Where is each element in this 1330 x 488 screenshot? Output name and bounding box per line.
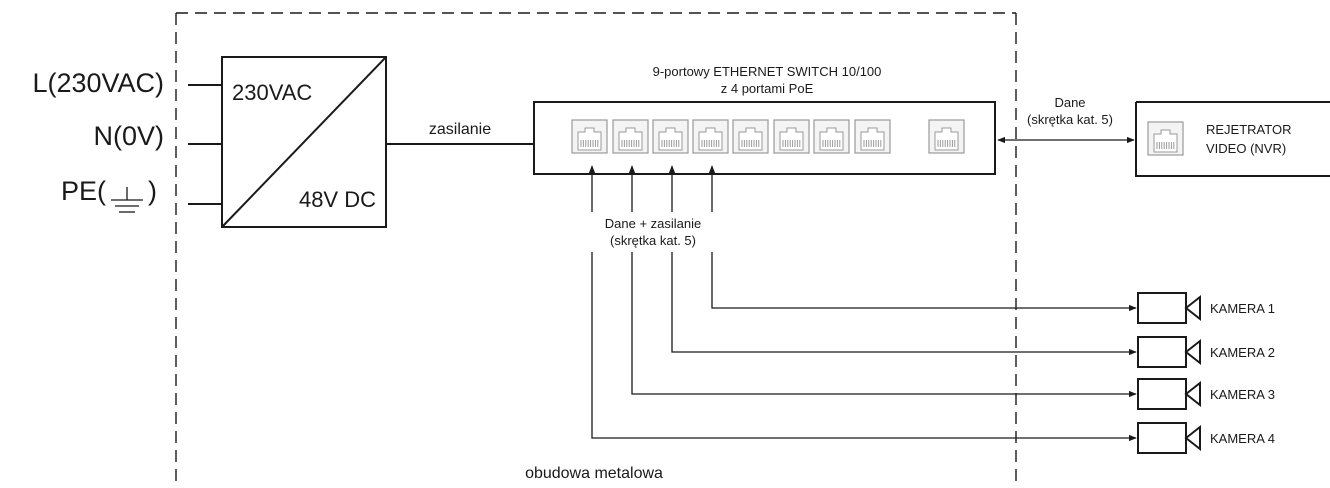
switch-port-8 xyxy=(854,119,891,154)
camera-label: KAMERA 2 xyxy=(1210,345,1275,360)
camera-label: KAMERA 1 xyxy=(1210,301,1275,316)
ground-icon xyxy=(111,187,143,213)
camera-icon xyxy=(1137,292,1187,324)
switch-port-9 xyxy=(928,119,965,154)
poe-link-label-line1: Dane + zasilanie xyxy=(605,216,701,231)
switch-port-6 xyxy=(773,119,810,154)
power-supply xyxy=(221,56,387,228)
power-cable-label: zasilanie xyxy=(429,121,491,138)
nvr-link-label-line1: Dane xyxy=(1054,95,1085,110)
live-input-label: L(230VAC) xyxy=(32,68,164,98)
switch-port-4 xyxy=(692,119,729,154)
switch-title-line2: z 4 portami PoE xyxy=(721,81,814,96)
poe-cables xyxy=(588,165,1137,442)
camera-2: KAMERA 2 xyxy=(1137,336,1275,368)
camera-4: KAMERA 4 xyxy=(1137,422,1275,454)
camera-icon xyxy=(1137,378,1187,410)
poe-cable-3 xyxy=(628,165,1137,398)
cameras: KAMERA 1 KAMERA 2 KAMERA 3 KAMERA 4 xyxy=(1137,292,1275,454)
camera-3: KAMERA 3 xyxy=(1137,378,1275,410)
poe-cable-1 xyxy=(708,165,1137,312)
switch-port-2 xyxy=(612,119,649,154)
nvr-recorder xyxy=(1135,101,1330,177)
camera-1: KAMERA 1 xyxy=(1137,292,1275,324)
switch-port-7 xyxy=(813,119,850,154)
camera-icon xyxy=(1137,422,1187,454)
enclosure-label: obudowa metalowa xyxy=(525,465,663,482)
switch-port-3 xyxy=(652,119,689,154)
switch-title-line1: 9-portowy ETHERNET SWITCH 10/100 xyxy=(653,64,882,79)
camera-label: KAMERA 4 xyxy=(1210,431,1275,446)
ethernet-switch xyxy=(533,101,996,175)
nvr-ethernet-port xyxy=(1147,121,1184,156)
camera-icon xyxy=(1137,336,1187,368)
switch-ports xyxy=(571,119,965,154)
camera-label: KAMERA 3 xyxy=(1210,387,1275,402)
poe-cable-2 xyxy=(668,165,1137,356)
psu-input-label: 230VAC xyxy=(232,80,312,105)
nvr-label-line2: VIDEO (NVR) xyxy=(1206,141,1286,156)
metal-enclosure xyxy=(175,12,1017,488)
poe-link-label-line2: (skrętka kat. 5) xyxy=(610,233,696,248)
earth-input-suffix: ) xyxy=(148,176,157,206)
switch-port-1 xyxy=(571,119,608,154)
earth-input-label: PE( xyxy=(61,176,106,206)
neutral-input-label: N(0V) xyxy=(93,121,164,151)
switch-port-5 xyxy=(732,119,769,154)
nvr-link-label-line2: (skrętka kat. 5) xyxy=(1027,112,1113,127)
poe-cable-4 xyxy=(588,165,1137,442)
nvr-label-line1: REJETRATOR xyxy=(1206,122,1291,137)
psu-output-label: 48V DC xyxy=(299,187,376,212)
nvr-port xyxy=(1147,121,1184,156)
